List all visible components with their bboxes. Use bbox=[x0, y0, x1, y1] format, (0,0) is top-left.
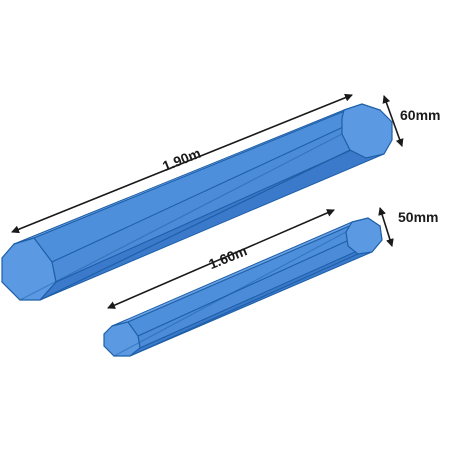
long-rod-length-arrow bbox=[11, 93, 353, 234]
short-rod-width-arrow bbox=[378, 207, 394, 247]
long-rod bbox=[1, 103, 393, 301]
long-rod-width-arrow bbox=[382, 95, 404, 147]
short-rod-length-label: 1.60m bbox=[206, 242, 249, 272]
long-rod-width-label: 60mm bbox=[400, 107, 440, 123]
short-rod-right-cap bbox=[345, 217, 383, 255]
short-rod-length-arrow bbox=[107, 209, 335, 309]
short-rod-front-face bbox=[137, 225, 383, 349]
short-rod-width-label: 50mm bbox=[398, 209, 438, 225]
